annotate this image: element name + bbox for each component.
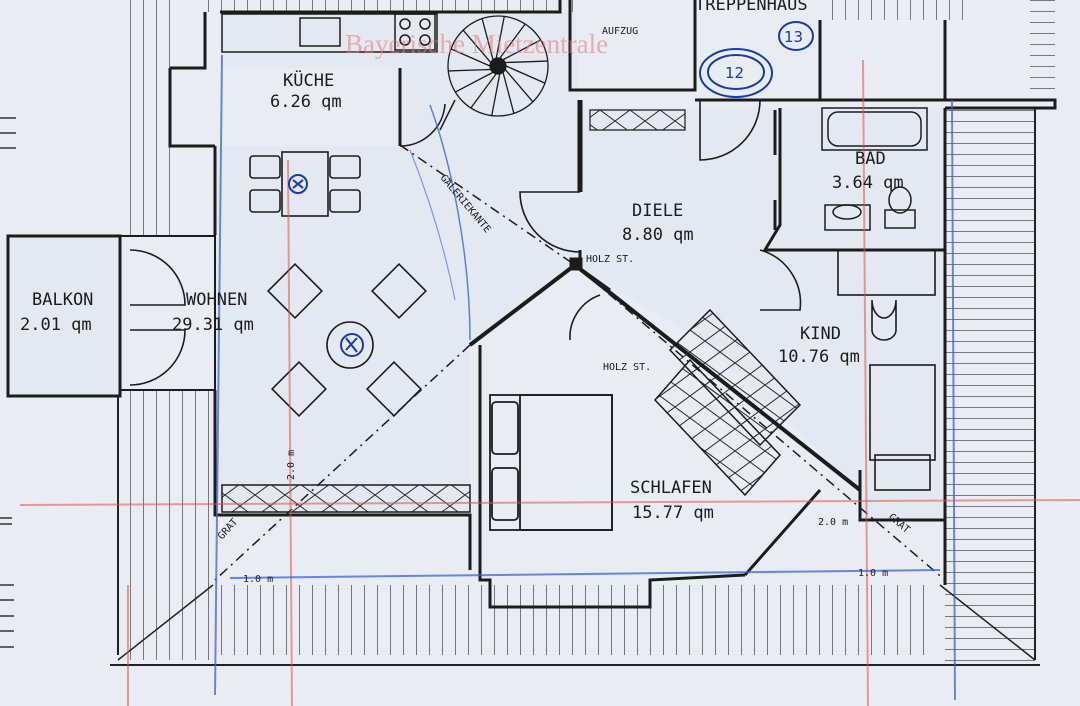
spiral-staircase <box>439 15 549 131</box>
watermark: Bayerische Mietzentrale <box>345 29 608 59</box>
holz-st-label-1: HOLZ ST. <box>586 254 634 265</box>
stair-step <box>495 16 505 59</box>
room-schlafen-area: 15.77 qm <box>632 503 714 523</box>
room-bad-name: BAD <box>855 149 886 169</box>
handwritten-marks <box>288 21 814 357</box>
room-bad-area: 3.64 qm <box>832 173 904 193</box>
door-swings <box>129 99 802 386</box>
wardrobe <box>221 109 802 513</box>
stair-step <box>499 23 526 59</box>
dashed-lines <box>214 144 946 581</box>
stair-step <box>448 68 491 72</box>
room-treppenhaus-name: TREPPENHAUS <box>695 0 808 15</box>
dim-right-label: 1.0 m <box>858 568 888 579</box>
stair-step <box>450 48 491 67</box>
room-balkon-area: 2.01 qm <box>20 315 92 335</box>
holz-st-label-2: HOLZ ST. <box>603 362 651 373</box>
stair-step <box>491 73 501 116</box>
stair-step <box>504 69 534 103</box>
stair-step <box>502 72 515 114</box>
stair-step <box>505 65 546 84</box>
roof-hatching <box>110 0 1055 666</box>
balkon-area <box>6 234 216 398</box>
pen-lines <box>19 54 1080 706</box>
stair-step <box>502 39 541 61</box>
room-kueche-area: 6.26 qm <box>270 92 342 112</box>
bathroom-fixtures <box>821 107 928 231</box>
kitchen-counter <box>221 13 438 53</box>
double-bed <box>489 394 613 531</box>
stair-step <box>470 73 497 109</box>
dim-left-label: 1.0 m <box>243 574 273 585</box>
room-wohnen-area: 29.31 qm <box>172 315 254 335</box>
desk <box>837 249 936 491</box>
stair-step <box>455 71 494 93</box>
room-labels: KÜCHE 6.26 qm DIELE 8.80 qm BAD 3.64 qm … <box>20 0 904 523</box>
room-schlafen-name: SCHLAFEN <box>630 478 712 498</box>
room-kind-area: 10.76 qm <box>778 347 860 367</box>
room-kind-name: KIND <box>800 324 841 344</box>
height-right-label: 2.0 m <box>818 517 848 528</box>
room-balkon-name: BALKON <box>32 290 93 310</box>
margin-ticks <box>0 117 16 648</box>
height-left-label: 2.0 m <box>286 450 297 480</box>
floor-area <box>170 12 945 520</box>
room-wohnen-name: WOHNEN <box>186 290 247 310</box>
round-table <box>266 262 428 418</box>
stair-step <box>505 60 548 64</box>
stair-step <box>462 29 492 63</box>
room-kueche-name: KÜCHE <box>283 69 334 91</box>
room-aufzug-name: AUFZUG <box>602 26 638 37</box>
handwritten-unit-12: 12 <box>725 64 744 82</box>
room-diele-area: 8.80 qm <box>622 225 694 245</box>
dining-table <box>249 151 361 217</box>
room-diele-name: DIELE <box>632 201 683 221</box>
handwritten-unit-13: 13 <box>784 28 803 46</box>
grat-left-label: GRAT <box>216 517 240 542</box>
stair-step <box>481 18 494 60</box>
